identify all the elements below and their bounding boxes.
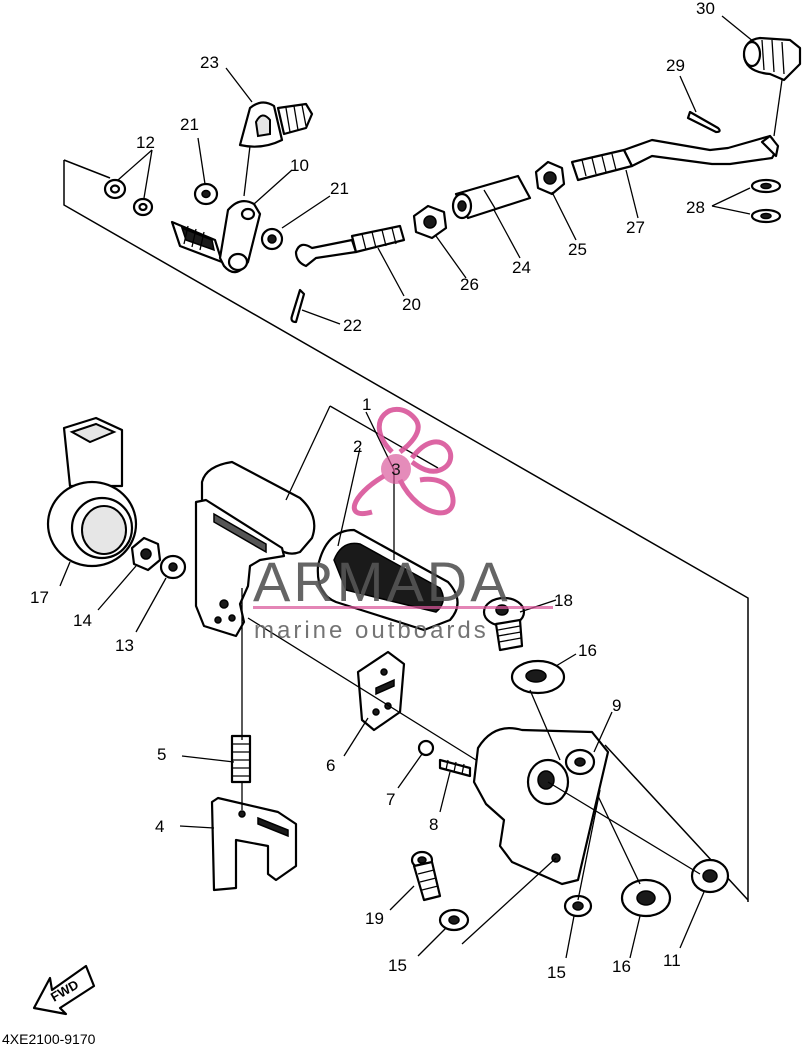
- part-16-washer-lower: [620, 878, 672, 918]
- callout-5: 5: [157, 745, 166, 764]
- part-19-bolt: [410, 850, 442, 902]
- part-11-washer: [690, 858, 730, 894]
- callout-15-right: 15: [547, 963, 566, 982]
- callout-15-left: 15: [388, 956, 407, 975]
- part-14-nut: [130, 536, 162, 572]
- callout-2: 2: [353, 437, 362, 456]
- drawing-code: 4XE2100-9170: [2, 1031, 96, 1047]
- part-20-rod: [294, 224, 406, 268]
- callout-3: 3: [391, 460, 400, 479]
- callout-29: 29: [666, 56, 685, 75]
- part-10-lever: [170, 199, 262, 274]
- callout-30: 30: [696, 0, 715, 18]
- part-30-boot: [742, 36, 802, 82]
- callout-13: 13: [115, 636, 134, 655]
- part-15-washers: [438, 894, 593, 932]
- callout-28: 28: [686, 198, 705, 217]
- armada-watermark: 3 ARMADA marine outboards: [253, 407, 553, 644]
- propeller-logo: 3: [351, 407, 456, 516]
- part-7-ball: [417, 739, 435, 757]
- callout-16-upper: 16: [578, 641, 597, 660]
- watermark-rule: [253, 606, 553, 609]
- callout-22: 22: [343, 316, 362, 335]
- callout-20: 20: [402, 295, 421, 314]
- part-2-grip: [316, 528, 459, 632]
- fwd-direction-arrow: FWD: [32, 964, 96, 1016]
- callout-1: 1: [362, 395, 371, 414]
- part-17-collar: [46, 416, 138, 568]
- part-28-washers: [750, 178, 782, 224]
- part-16-washer-upper: [510, 659, 566, 695]
- callout-25: 25: [568, 240, 587, 259]
- assembly-guide-lines: [241, 405, 701, 945]
- callout-14: 14: [73, 611, 92, 630]
- callout-23: 23: [200, 53, 219, 72]
- callout-4: 4: [155, 817, 164, 836]
- part-5-spring: [230, 734, 252, 784]
- callout-8: 8: [429, 815, 438, 834]
- part-13-washer: [159, 554, 187, 580]
- callout-17: 17: [30, 588, 49, 607]
- part-12-washers: [103, 178, 154, 217]
- watermark-tagline: marine outboards: [254, 617, 489, 644]
- part-4-bracket: [210, 796, 298, 892]
- assembly-frame: [63, 159, 749, 902]
- part-25-nut: [534, 160, 566, 196]
- part-8-spring: [438, 758, 472, 778]
- callout-27: 27: [626, 218, 645, 237]
- callout-21-upper: 21: [180, 115, 199, 134]
- callout-11: 11: [663, 951, 681, 970]
- callout-6: 6: [326, 756, 335, 775]
- part-21-washer-lower: [260, 227, 284, 251]
- part-24-joint: [451, 174, 532, 220]
- callout-10: 10: [290, 156, 309, 175]
- callout-18: 18: [554, 591, 573, 610]
- callout-19: 19: [365, 909, 384, 928]
- callout-7: 7: [386, 790, 395, 809]
- part-1-handle: [194, 460, 316, 638]
- part-21-washer-upper: [193, 182, 219, 206]
- callout-12: 12: [136, 133, 155, 152]
- part-22-cotter-pin: [290, 288, 306, 324]
- part-26-nut: [412, 204, 448, 240]
- part-23-boot: [238, 101, 314, 148]
- callout-26: 26: [460, 275, 479, 294]
- callout-21-lower: 21: [330, 179, 349, 198]
- watermark-brand: ARMADA: [253, 550, 511, 613]
- part-18-bolt: [482, 596, 526, 652]
- callout-labels: 1 2 4 5 6 7 8 9 10 11 12 13 14 15 15 16 …: [30, 0, 715, 982]
- callout-9: 9: [612, 696, 621, 715]
- part-9-bracket: [472, 727, 610, 886]
- callout-16-lower: 16: [612, 957, 631, 976]
- part-27-shift-rod: [570, 134, 780, 182]
- callout-24: 24: [512, 258, 531, 277]
- part-29-cotter-pin: [686, 110, 721, 134]
